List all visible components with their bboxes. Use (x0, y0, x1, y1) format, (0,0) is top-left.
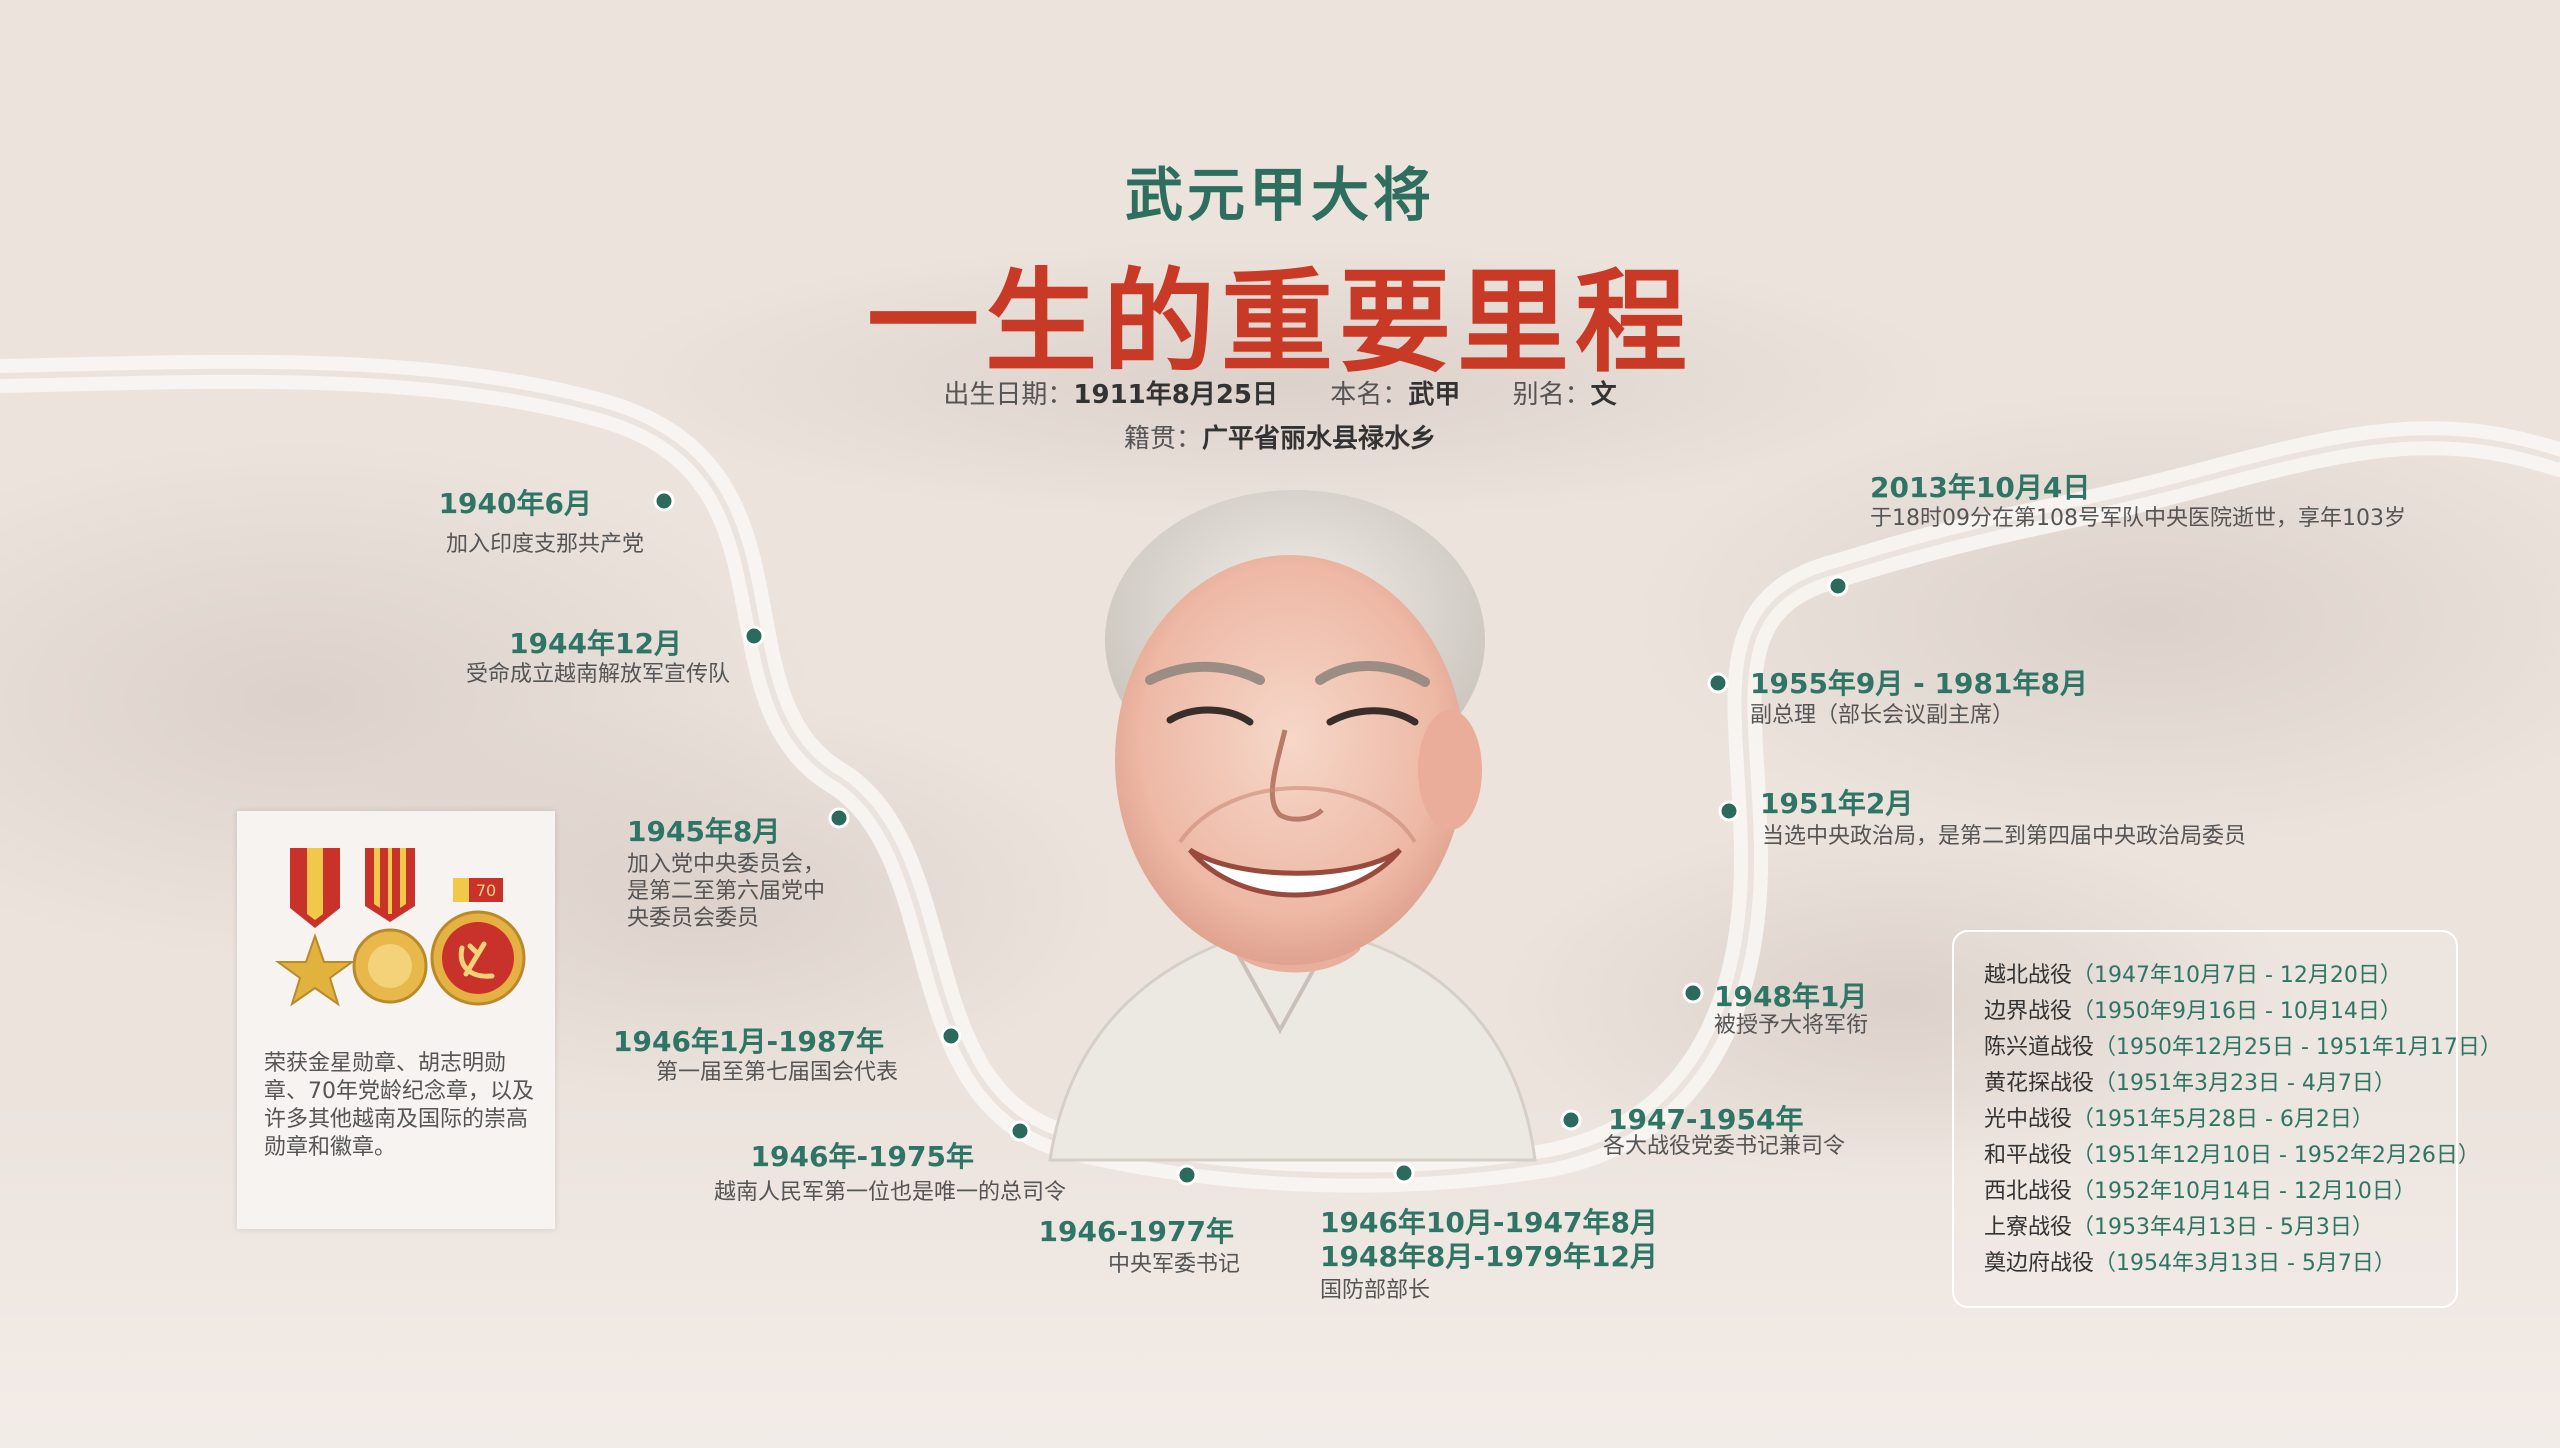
alias-label: 别名： (1512, 380, 1591, 410)
battle-dates: （1954年3月13日 - 5月7日） (2094, 1251, 2396, 1276)
portrait-illustration (1048, 490, 1537, 1162)
page-title: 一生的重要里程 (867, 258, 1693, 388)
timeline-dot (1176, 1164, 1198, 1186)
event-desc: 第一届至第七届国会代表 (655, 1060, 898, 1085)
event-date: 1946年1月-1987年 (613, 1025, 884, 1058)
battle-dates: （1953年4月13日 - 5月3日） (2072, 1215, 2374, 1240)
birth-label: 出生日期： (943, 380, 1074, 410)
event-desc: 中央军委书记 (1107, 1252, 1240, 1277)
event-date: 2013年10月4日 (1870, 471, 2091, 504)
battle-dates: （1951年12月10日 - 1952年2月26日） (2072, 1143, 2480, 1168)
origin-value: 广平省丽水县禄水乡 (1202, 424, 1437, 454)
battle-dates: （1950年12月25日 - 1951年1月17日） (2094, 1035, 2502, 1060)
event-desc: 加入党中央委员会， 是第二至第六届党中 央委员会委员 (627, 851, 825, 932)
event-date: 1947-1954年 (1608, 1103, 1804, 1136)
event-desc: 各大战役党委书记兼司令 (1603, 1134, 1846, 1159)
event-date: 1946年10月-1947年8月 1948年8月-1979年12月 (1320, 1206, 1658, 1274)
timeline-dot (653, 490, 675, 512)
page-subtitle: 武元甲大将 (1124, 161, 1435, 229)
event-desc: 被授予大将军衔 (1714, 1013, 1869, 1038)
origin-label: 籍贯： (1123, 424, 1202, 454)
timeline-dot (1707, 672, 1729, 694)
party-badge-icon: 70 (430, 878, 526, 1006)
event-date: 1940年6月 (438, 487, 592, 520)
battle-name: 上寮战役 (1984, 1215, 2073, 1240)
battle-item: 陈兴道战役（1950年12月25日 - 1951年1月17日） (1984, 1030, 2502, 1066)
gold-star-medal-icon (274, 848, 356, 1007)
battle-dates: （1951年5月28日 - 6月2日） (2072, 1107, 2374, 1132)
battle-item: 奠边府战役（1954年3月13日 - 5月7日） (1984, 1246, 2502, 1282)
event-desc-line: 是第二至第六届党中 (627, 879, 826, 904)
timeline-dot (1718, 800, 1740, 822)
event-date: 1944年12月 (509, 627, 682, 660)
timeline-dot (743, 625, 765, 647)
timeline-dot (1393, 1162, 1415, 1184)
event-date-line: 1946年10月-1947年8月 (1320, 1206, 1658, 1239)
battle-name: 奠边府战役 (1984, 1251, 2095, 1276)
event-date-line: 1948年8月-1979年12月 (1320, 1240, 1658, 1273)
timeline-dot (1682, 982, 1704, 1004)
timeline-dot (1827, 575, 1849, 597)
battle-name: 和平战役 (1984, 1143, 2073, 1168)
timeline-dots (653, 490, 1849, 1186)
battle-item: 边界战役（1950年9月16日 - 10月14日） (1984, 994, 2502, 1030)
battle-item: 西北战役（1952年10月14日 - 12月10日） (1984, 1174, 2502, 1210)
battle-item: 光中战役（1951年5月28日 - 6月2日） (1984, 1102, 2502, 1138)
battle-item: 越北战役（1947年10月7日 - 12月20日） (1984, 958, 2502, 994)
badge-number: 70 (476, 881, 496, 900)
battle-name: 黄花探战役 (1984, 1071, 2095, 1096)
event-desc: 国防部部长 (1320, 1278, 1431, 1303)
info-line-1: 出生日期：1911年8月25日 本名：武甲 别名：文 (0, 374, 2560, 411)
event-desc-line: 央委员会委员 (627, 906, 760, 931)
battle-dates: （1950年9月16日 - 10月14日） (2072, 999, 2402, 1024)
event-date: 1945年8月 (627, 815, 781, 848)
event-date: 1946年-1975年 (750, 1140, 974, 1173)
medals-description: 荣获金星勋章、胡志明勋章、70年党龄纪念章，以及许多其他越南及国际的崇高勋章和徽… (264, 1051, 534, 1160)
battle-item: 和平战役（1951年12月10日 - 1952年2月26日） (1984, 1138, 2502, 1174)
battles-list: 越北战役（1947年10月7日 - 12月20日） 边界战役（1950年9月16… (1984, 958, 2502, 1282)
battle-name: 陈兴道战役 (1984, 1035, 2095, 1060)
battle-name: 边界战役 (1984, 999, 2073, 1024)
timeline-dot (1560, 1109, 1582, 1131)
info-line-2: 籍贯：广平省丽水县禄水乡 (0, 418, 2560, 455)
event-date: 1948年1月 (1714, 980, 1868, 1013)
event-desc: 越南人民军第一位也是唯一的总司令 (713, 1180, 1066, 1205)
battle-name: 光中战役 (1984, 1107, 2073, 1132)
event-date: 1951年2月 (1760, 787, 1914, 820)
event-desc-line: 加入党中央委员会， (627, 852, 826, 877)
timeline-dot (1009, 1120, 1031, 1142)
alias-value: 文 (1590, 380, 1617, 410)
medals-illustration: 70 (274, 848, 526, 1007)
event-desc: 加入印度支那共产党 (445, 532, 644, 557)
event-desc: 当选中央政治局，是第二到第四届中央政治局委员 (1762, 824, 2247, 849)
timeline-dot (940, 1025, 962, 1047)
battle-item: 上寮战役（1953年4月13日 - 5月3日） (1984, 1210, 2502, 1246)
ho-chi-minh-medal-icon (352, 848, 428, 1004)
event-date: 1955年9月 - 1981年8月 (1750, 667, 2088, 700)
battle-name: 越北战役 (1984, 963, 2073, 988)
event-desc: 于18时09分在第108号军队中央医院逝世，享年103岁 (1870, 506, 2406, 531)
event-desc: 副总理（部长会议副主席） (1750, 703, 2015, 728)
realname-label: 本名： (1330, 380, 1409, 410)
battle-dates: （1951年3月23日 - 4月7日） (2094, 1071, 2396, 1096)
realname-value: 武甲 (1408, 380, 1461, 410)
battle-name: 西北战役 (1984, 1179, 2073, 1204)
event-desc: 受命成立越南解放军宣传队 (465, 662, 730, 687)
birth-value: 1911年8月25日 (1073, 380, 1279, 410)
event-date: 1946-1977年 (1038, 1215, 1234, 1248)
battle-item: 黄花探战役（1951年3月23日 - 4月7日） (1984, 1066, 2502, 1102)
battles-box (1952, 930, 2458, 1308)
timeline-dot (828, 807, 850, 829)
battle-dates: （1947年10月7日 - 12月20日） (2072, 963, 2402, 988)
battle-dates: （1952年10月14日 - 12月10日） (2072, 1179, 2416, 1204)
